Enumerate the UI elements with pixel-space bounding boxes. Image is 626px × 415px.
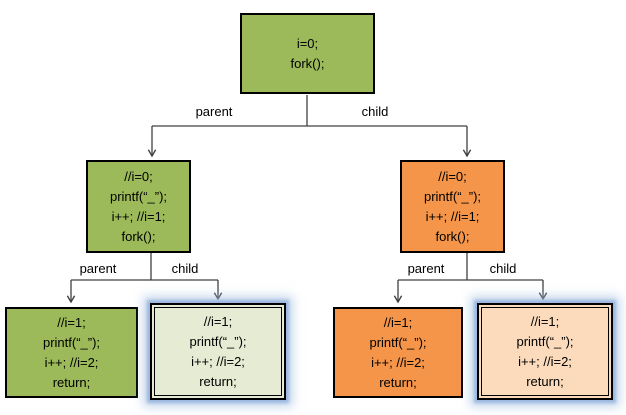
code-line: printf(“_”);: [369, 334, 427, 350]
code-line: fork();: [290, 55, 325, 71]
code-line: i++; //i=2;: [44, 354, 99, 370]
code-line: i++; //i=2;: [191, 353, 245, 369]
double-border-inner: //i=1; printf(“_”); i++; //i=2; return;: [154, 307, 282, 396]
node-child-process: //i=0; printf(“_”); i++; //i=1; fork();: [400, 160, 505, 253]
code-line: i=0;: [296, 35, 319, 51]
node-parent-process: //i=0; printf(“_”); i++; //i=1; fork();: [86, 160, 191, 253]
code-line: printf(“_”);: [516, 333, 574, 349]
code-line: return;: [526, 373, 564, 389]
edge-label-child: child: [171, 261, 199, 276]
code-line: printf(“_”);: [189, 333, 247, 349]
code-line: i++; //i=1;: [111, 208, 166, 224]
code-line: fork();: [121, 228, 156, 244]
edge-label-child: child: [489, 261, 517, 276]
code-line: return;: [52, 374, 91, 390]
code-line: //i=1;: [383, 314, 413, 330]
code-line: //i=1;: [203, 313, 233, 329]
node-root: i=0; fork();: [240, 13, 375, 94]
node-leaf-parent-parent: //i=1; printf(“_”); i++; //i=2; return;: [5, 307, 138, 398]
code-line: fork();: [435, 228, 470, 244]
edge-label-child: child: [361, 104, 389, 119]
code-line: return;: [199, 373, 237, 389]
code-line: return;: [379, 374, 417, 390]
code-line: //i=0;: [124, 168, 153, 184]
code-line: printf(“_”);: [423, 188, 482, 204]
code-line: printf(“_”);: [109, 188, 168, 204]
edge-label-parent: parent: [79, 261, 117, 276]
edge-label-parent: parent: [407, 261, 445, 276]
edge-label-parent: parent: [195, 104, 233, 119]
code-line: i++; //i=2;: [371, 354, 425, 370]
node-leaf-child-child-highlighted: //i=1; printf(“_”); i++; //i=2; return;: [477, 303, 613, 400]
node-leaf-child-parent: //i=1; printf(“_”); i++; //i=2; return;: [333, 307, 463, 398]
code-line: //i=0;: [438, 168, 467, 184]
code-line: i++; //i=2;: [518, 353, 572, 369]
node-leaf-parent-child-highlighted: //i=1; printf(“_”); i++; //i=2; return;: [150, 303, 286, 400]
code-line: //i=1;: [530, 313, 560, 329]
double-border-inner: //i=1; printf(“_”); i++; //i=2; return;: [481, 307, 609, 396]
code-line: printf(“_”);: [42, 334, 101, 350]
code-line: //i=1;: [57, 314, 86, 330]
code-line: i++; //i=1;: [425, 208, 480, 224]
